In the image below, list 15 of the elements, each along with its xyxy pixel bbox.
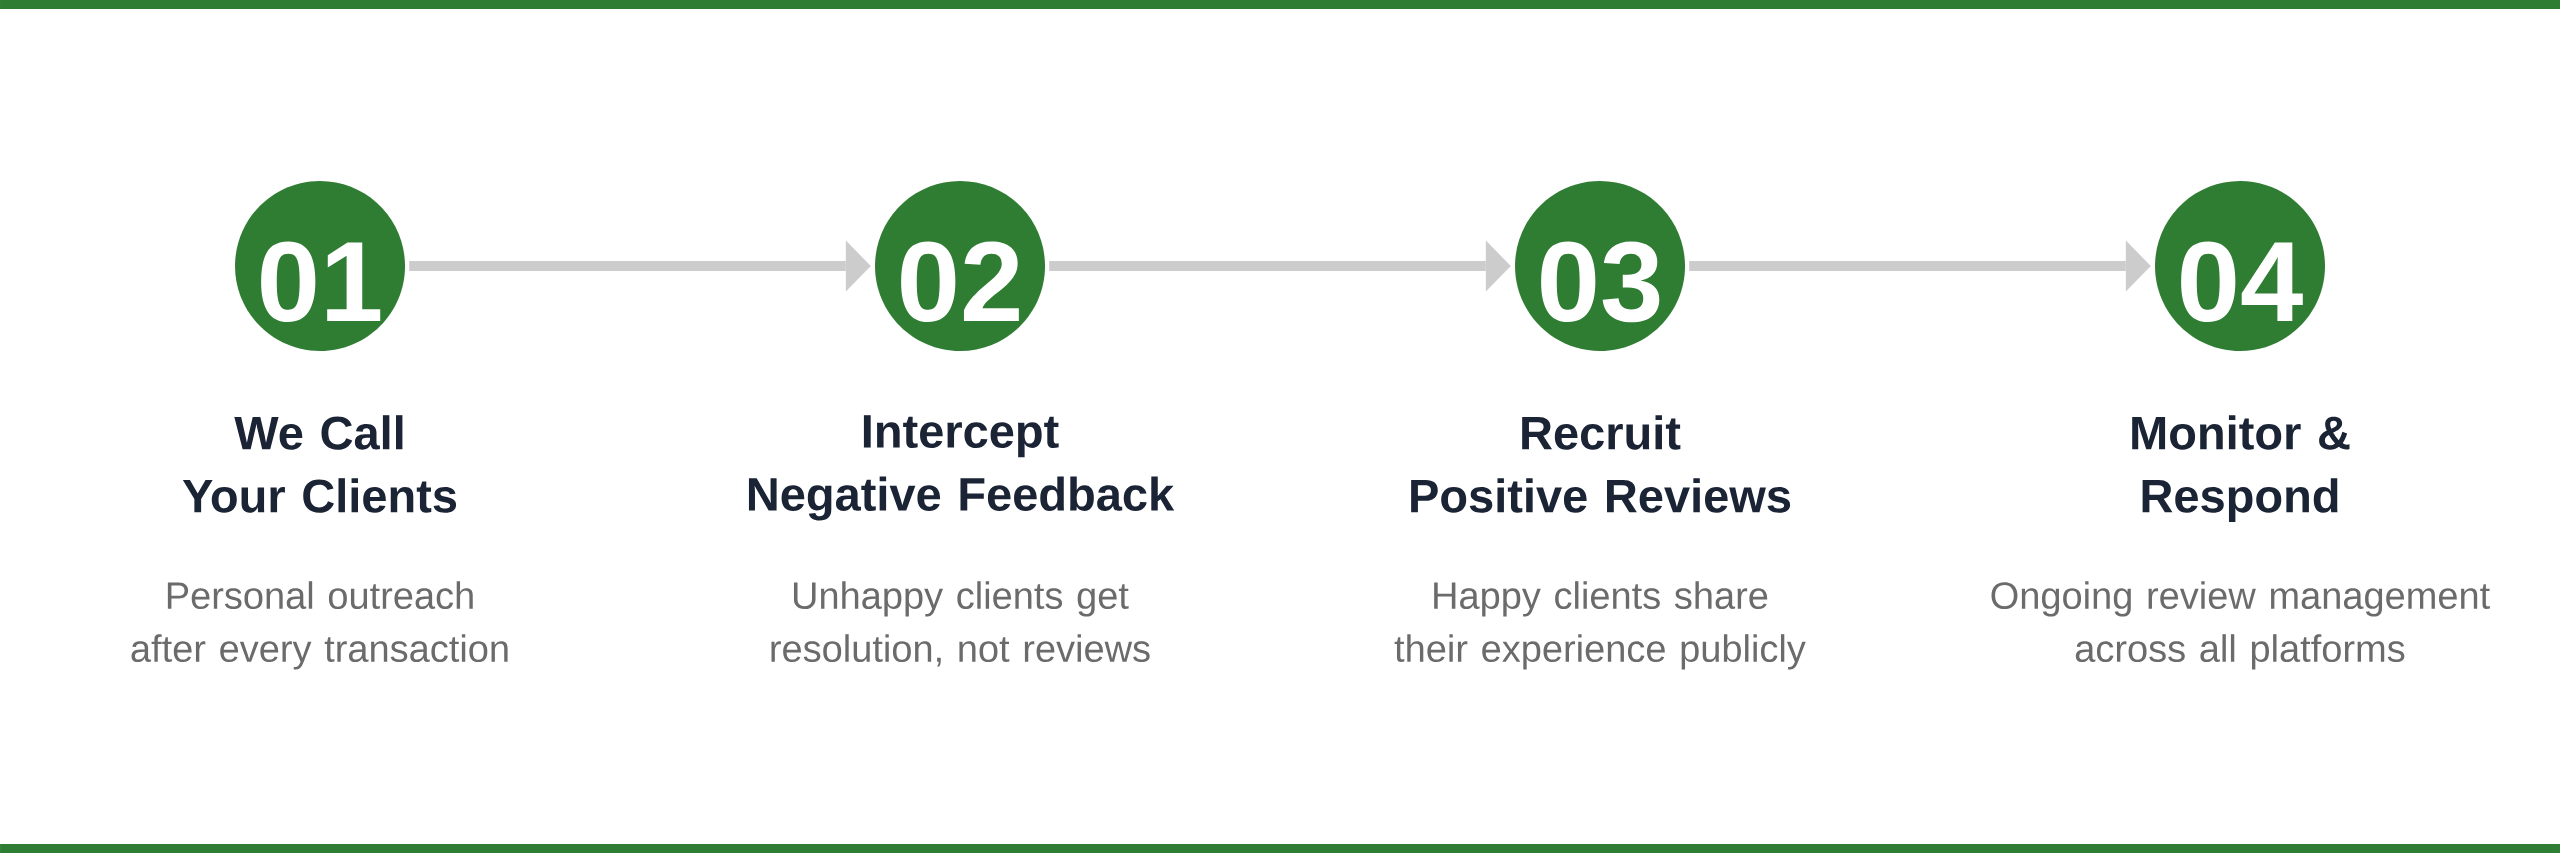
- step-title: Intercept Negative Feedback: [748, 415, 1175, 521]
- arrow: [1049, 240, 1511, 292]
- step-badge: 04: [2155, 181, 2325, 351]
- step-description: Unhappy clients get resolution, not reviews: [771, 581, 1150, 667]
- step-badge: 03: [1515, 181, 1685, 351]
- step-description: Ongoing review management across all platforms: [1991, 581, 2490, 670]
- step-description: Happy clients share their experience publicly: [1394, 581, 1806, 670]
- step-badge: 02: [875, 181, 1045, 351]
- step-description: Personal outreach after every transaction: [131, 581, 508, 670]
- step-title: We Call Your Clients: [182, 415, 457, 513]
- step-title: Recruit Positive Reviews: [1411, 415, 1791, 513]
- step-title: Monitor & Respond: [2132, 415, 2350, 522]
- arrow: [409, 240, 871, 292]
- arrow: [1689, 240, 2151, 292]
- step-badge: 01: [235, 181, 405, 351]
